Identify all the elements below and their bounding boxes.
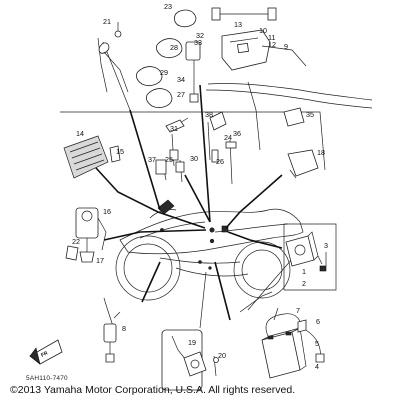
callout-5: 5 xyxy=(315,339,319,348)
callout-3: 3 xyxy=(324,241,328,250)
callout-30: 30 xyxy=(190,154,198,163)
callout-19: 19 xyxy=(188,338,196,347)
callout-28: 28 xyxy=(170,43,178,52)
callout-17: 17 xyxy=(96,256,104,265)
callout-2: 2 xyxy=(302,279,306,288)
catalog-code: 5AH110-7470 xyxy=(26,375,68,382)
ecu-group xyxy=(287,149,319,179)
callout-8: 8 xyxy=(122,324,126,333)
copyright-notice: ©2013 Yamaha Motor Corporation, U.S.A. A… xyxy=(10,384,296,396)
callout-4: 4 xyxy=(315,362,319,371)
callout-32: 32 xyxy=(196,31,204,40)
regulator-group xyxy=(63,135,121,179)
callout-23: 23 xyxy=(164,2,172,11)
callout-27: 27 xyxy=(177,90,185,99)
callout-labels: 1 2 3 4 5 6 7 8 9 10 11 12 13 14 15 16 1… xyxy=(72,2,328,371)
callout-15: 15 xyxy=(116,147,124,156)
callout-25: 25 xyxy=(165,155,173,164)
sensor-8-group xyxy=(103,297,121,363)
callout-13: 13 xyxy=(234,20,242,29)
callout-20: 20 xyxy=(218,351,226,360)
callout-33: 33 xyxy=(194,38,202,47)
callout-31: 31 xyxy=(170,124,178,133)
callout-29: 29 xyxy=(160,68,168,77)
callout-34: 34 xyxy=(177,75,185,84)
starter-group xyxy=(161,329,219,391)
motorcycle-outline xyxy=(115,199,304,301)
fuse-box-group xyxy=(205,7,373,151)
callout-12: 12 xyxy=(268,40,276,49)
callout-22: 22 xyxy=(72,237,80,246)
leader-lines xyxy=(60,41,326,329)
callout-35: 35 xyxy=(306,110,314,119)
callout-16: 16 xyxy=(103,207,111,216)
ignition-switch-group xyxy=(65,207,107,263)
fr-arrow-icon: FR xyxy=(29,339,63,365)
callout-9: 9 xyxy=(284,42,288,51)
callout-38: 38 xyxy=(205,110,213,119)
svg-text:FR: FR xyxy=(40,350,49,359)
callout-36: 36 xyxy=(233,129,241,138)
callout-1: 1 xyxy=(302,267,306,276)
sensor-cables-group xyxy=(155,117,237,185)
bands-group xyxy=(97,9,201,108)
callout-26: 26 xyxy=(216,157,224,166)
callout-6: 6 xyxy=(316,317,320,326)
callout-37: 37 xyxy=(148,155,156,164)
callout-10: 10 xyxy=(259,26,267,35)
callout-24: 24 xyxy=(224,133,232,142)
battery-group xyxy=(239,291,325,379)
callout-18: 18 xyxy=(317,148,325,157)
callout-21: 21 xyxy=(103,17,111,26)
callout-7: 7 xyxy=(296,306,300,315)
callout-14: 14 xyxy=(76,129,84,138)
callout-11: 11 xyxy=(268,33,275,42)
relay-group xyxy=(283,223,337,291)
